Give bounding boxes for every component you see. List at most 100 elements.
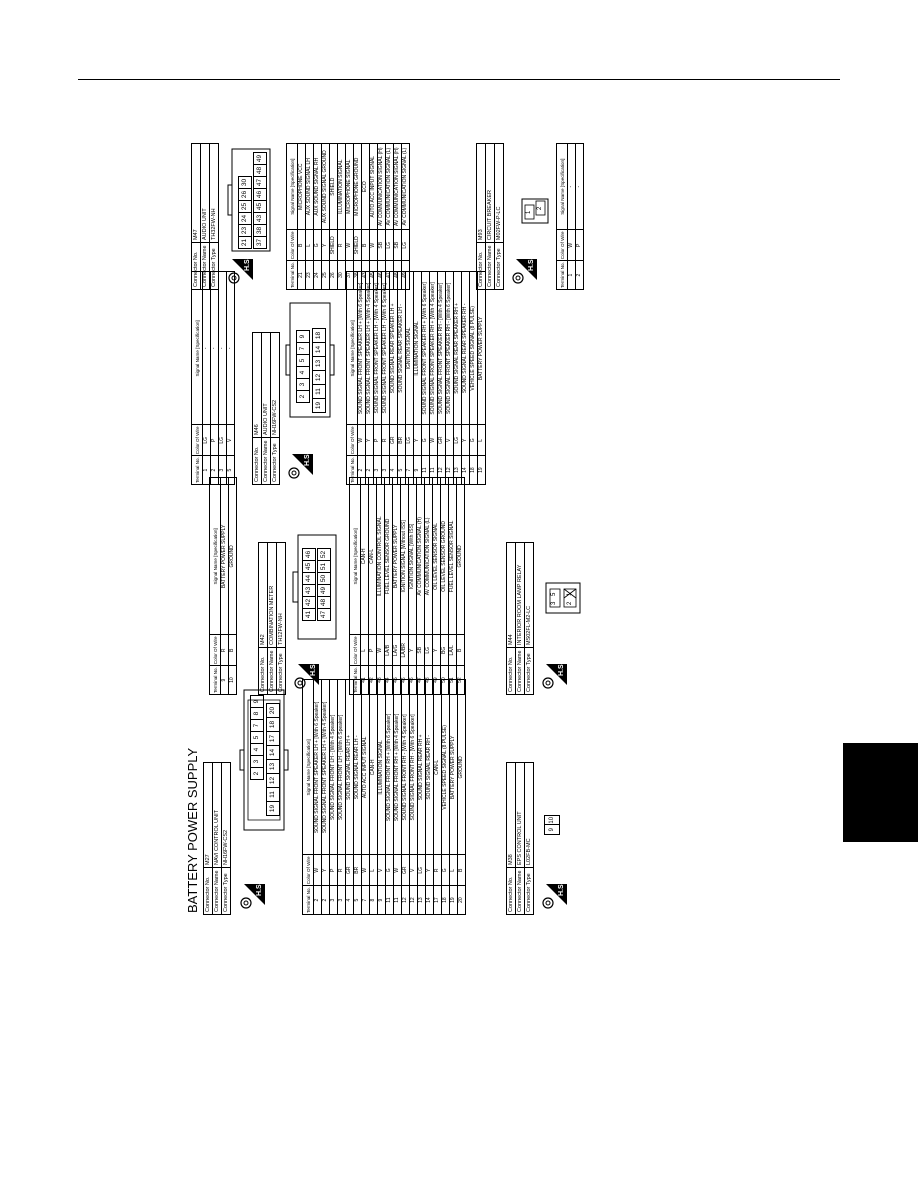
signal-cell: SOUND SIGNAL FRONT SPEAKER RH + [With 6 … [421, 271, 430, 425]
signal-cell: IGNITION SIGNAL [405, 271, 414, 425]
terminal-cell: 44 [384, 665, 393, 695]
terminal-cell: 52 [456, 665, 465, 695]
terminal-cell: 19 [477, 455, 486, 485]
signal-cell: - [575, 143, 584, 230]
pin: 2 [537, 206, 543, 210]
terminal-cell: 12 [445, 455, 454, 485]
hs-icon [294, 664, 319, 689]
pin: 19 [312, 398, 326, 413]
color-cell: LA/BR [400, 634, 409, 666]
signal-cell: - [567, 143, 576, 230]
signal-cell: SOUND SIGNAL REAR SPEAKER LH + [389, 271, 398, 425]
color-cell: R [220, 634, 229, 666]
hs-icon [542, 664, 567, 689]
pin: 47 [317, 608, 331, 621]
pin: 1 [526, 210, 532, 214]
terminal-cell: 7 [405, 455, 414, 485]
signal-cell: OIL LEVEL SENSOR SIGNAL [432, 477, 441, 635]
pin: 48 [253, 164, 267, 177]
color-cell: LG [424, 634, 433, 666]
signal-cell: ILLUMINATION SIGNAL [337, 143, 346, 230]
terminal-cell: 2 [365, 455, 374, 485]
terminal-cell: 49 [432, 665, 441, 695]
signal-cell: FUEL LEVEL SENSOR SIGNAL [448, 477, 457, 635]
color-cell: W [369, 229, 378, 261]
color-cell: Y [321, 229, 330, 261]
color-cell: SHIELD [329, 229, 338, 261]
color-cell: V [226, 424, 235, 456]
pin: 2 [296, 390, 310, 403]
terminal-cell: 11 [429, 455, 438, 485]
pin: 51 [317, 560, 331, 573]
terminal-cell: 3 [381, 455, 390, 485]
hs-icon [288, 454, 313, 479]
terminal-cell: 5 [226, 455, 235, 485]
signal-cell: SOUND SIGNAL REAR SPEAKER RH + [453, 271, 462, 425]
signal-cell: SOUND SIGNAL FRONT SPEAKER RH + [With 4 … [429, 271, 438, 425]
signal-cell: MICROPHONE SIGNAL [345, 143, 354, 230]
terminal-cell: 14 [461, 455, 470, 485]
pin: 5 [296, 354, 310, 367]
section-tab [843, 743, 918, 842]
pin: 12 [312, 370, 326, 385]
color-cell: G [313, 229, 322, 261]
color-cell: W [345, 229, 354, 261]
pin: 5 [551, 592, 557, 596]
pin: 2 [567, 601, 573, 605]
terminal-cell: 23 [305, 260, 314, 290]
terminal-cell: 18 [469, 455, 478, 485]
hs-label: H.S. [310, 662, 317, 676]
color-cell: LG [453, 424, 462, 456]
color-cell: SB [393, 229, 402, 261]
signal-cell: AUX SOUND SIGNAL RH [313, 143, 322, 230]
color-cell: SB [377, 229, 386, 261]
terminal-cell: 21 [297, 260, 306, 290]
signal-cell: ECO [361, 143, 370, 230]
pin: 45 [302, 560, 316, 573]
terminal-cell: 3 [218, 455, 227, 485]
terminal-cell: 24 [313, 260, 322, 290]
color-cell: LA/G [392, 634, 401, 666]
pin: 30 [238, 176, 252, 189]
color-cell: G [469, 424, 478, 456]
signal-cell: AV COMMUNICATION SIGNAL (H) [377, 143, 386, 230]
signal-cell: AV COMMUNICATION SIGNAL (L) [385, 143, 394, 230]
pin: 21 [238, 236, 252, 249]
signal-cell: SOUND SIGNAL FRONT SPEAKER LH - [With 4 … [373, 271, 382, 425]
color-cell: BR [397, 424, 406, 456]
